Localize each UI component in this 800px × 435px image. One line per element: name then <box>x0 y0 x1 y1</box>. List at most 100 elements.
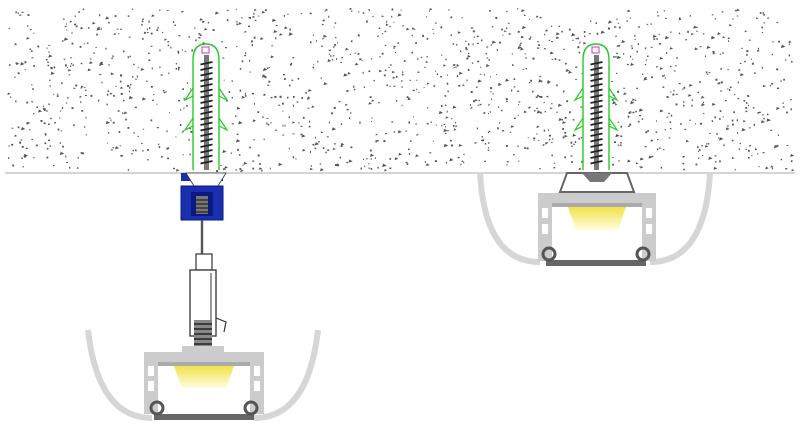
concrete-speckle <box>31 101 33 103</box>
concrete-speckle <box>43 122 46 125</box>
concrete-speckle <box>78 11 81 13</box>
concrete-speckle <box>655 131 658 133</box>
concrete-speckle <box>436 73 439 76</box>
concrete-speckle <box>614 103 618 106</box>
concrete-speckle <box>773 144 779 149</box>
concrete-speckle <box>435 70 437 72</box>
concrete-speckle <box>337 164 340 167</box>
concrete-speckle <box>720 90 723 92</box>
thread-turn <box>200 121 213 126</box>
concrete-speckle <box>59 117 61 119</box>
concrete-speckle <box>790 108 792 111</box>
concrete-speckle <box>129 86 131 89</box>
concrete-speckle <box>748 127 751 129</box>
concrete-speckle <box>266 117 269 119</box>
concrete-speckle <box>510 125 515 128</box>
concrete-speckle <box>295 158 297 160</box>
concrete-speckle <box>17 12 19 14</box>
concrete-speckle <box>484 143 487 145</box>
concrete-speckle <box>292 57 295 59</box>
concrete-speckle <box>63 18 65 21</box>
concrete-speckle <box>709 132 711 134</box>
concrete-speckle <box>548 138 551 141</box>
concrete-speckle <box>235 8 237 10</box>
concrete-speckle <box>231 123 234 125</box>
concrete-speckle <box>409 79 411 81</box>
concrete-speckle <box>96 33 98 36</box>
concrete-speckle <box>668 112 670 115</box>
concrete-speckle <box>618 44 621 47</box>
concrete-speckle <box>573 143 576 146</box>
concrete-speckle <box>45 134 47 136</box>
concrete-speckle <box>578 51 581 54</box>
concrete-speckle <box>307 97 309 99</box>
concrete-speckle <box>568 70 573 74</box>
concrete-speckle <box>789 43 791 46</box>
concrete-speckle <box>467 68 470 71</box>
concrete-speckle <box>452 124 455 127</box>
concrete-speckle <box>82 8 85 11</box>
concrete-speckle <box>627 159 631 163</box>
concrete-speckle <box>113 33 116 35</box>
concrete-speckle <box>133 63 135 66</box>
concrete-speckle <box>368 70 371 73</box>
concrete-speckle <box>152 93 155 96</box>
concrete-speckle <box>401 73 404 76</box>
concrete-speckle <box>460 163 462 166</box>
concrete-speckle <box>759 12 762 14</box>
concrete-speckle <box>393 45 397 48</box>
concrete-speckle <box>440 105 443 107</box>
concrete-speckle <box>761 32 764 33</box>
concrete-speckle <box>575 37 578 40</box>
concrete-speckle <box>547 142 549 144</box>
concrete-speckle <box>689 15 691 17</box>
concrete-speckle <box>239 89 242 92</box>
concrete-speckle <box>160 74 163 76</box>
concrete-speckle <box>637 120 640 123</box>
concrete-speckle <box>713 166 718 170</box>
concrete-speckle <box>722 116 724 118</box>
thread-turn <box>590 149 603 154</box>
concrete-speckle <box>19 141 22 144</box>
concrete-speckle <box>672 93 675 96</box>
concrete-speckle <box>183 97 185 100</box>
concrete-speckle <box>620 135 623 137</box>
concrete-speckle <box>391 121 394 123</box>
concrete-speckle <box>424 160 426 163</box>
concrete-speckle <box>543 129 546 132</box>
concrete-speckle <box>658 33 661 36</box>
concrete-speckle <box>116 28 119 30</box>
concrete-speckle <box>252 16 255 18</box>
concrete-speckle <box>334 22 337 24</box>
concrete-speckle <box>326 136 329 138</box>
concrete-speckle <box>24 155 27 158</box>
concrete-speckle <box>253 12 255 15</box>
concrete-speckle <box>733 111 735 114</box>
concrete-speckle <box>319 163 321 165</box>
concrete-speckle <box>426 122 429 125</box>
concrete-speckle <box>119 80 122 83</box>
concrete-speckle <box>780 44 786 49</box>
concrete-speckle <box>350 146 353 149</box>
concrete-speckle <box>388 66 390 68</box>
concrete-speckle <box>10 96 12 99</box>
thread-turn <box>200 149 213 154</box>
concrete-speckle <box>369 153 375 157</box>
concrete-speckle <box>572 133 577 137</box>
concrete-speckle <box>26 36 30 40</box>
concrete-speckle <box>571 33 576 37</box>
concrete-speckle <box>230 152 232 154</box>
concrete-speckle <box>180 108 182 111</box>
concrete-speckle <box>771 82 774 85</box>
thread-turn <box>590 61 603 66</box>
concrete-speckle <box>199 33 203 37</box>
concrete-speckle <box>523 110 528 114</box>
concrete-speckle <box>636 87 639 89</box>
concrete-speckle <box>397 130 402 134</box>
concrete-speckle <box>506 163 508 166</box>
concrete-speckle <box>704 55 706 58</box>
thread-turn <box>200 160 213 165</box>
concrete-speckle <box>509 131 512 133</box>
concrete-speckle <box>737 81 739 84</box>
concrete-speckle <box>12 164 15 167</box>
